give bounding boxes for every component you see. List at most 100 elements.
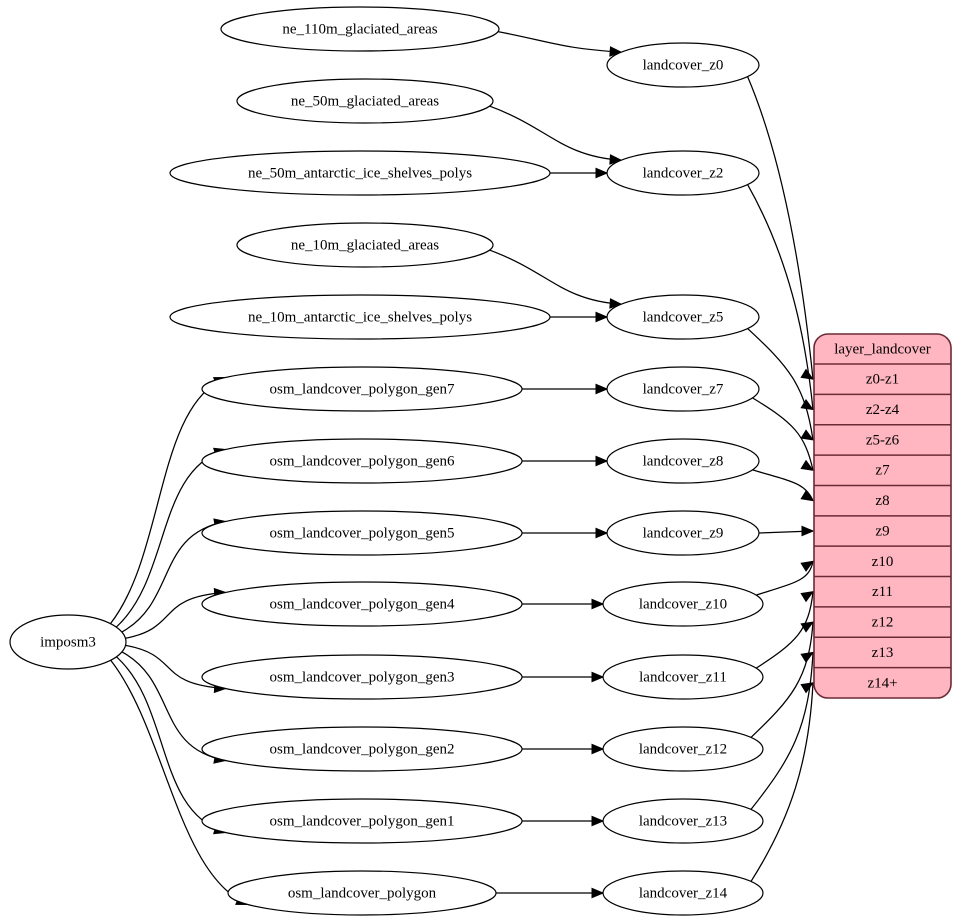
edge-line bbox=[121, 520, 226, 633]
node-osm-landcover-polygon-gen6[interactable]: osm_landcover_polygon_gen6 bbox=[201, 438, 523, 484]
edge-ne-50m-antarctic-ice-shelves-polys-to-landcover-z2 bbox=[550, 167, 609, 179]
edge-osm-landcover-polygon-gen4-to-landcover-z10 bbox=[522, 598, 605, 610]
table-row-z8[interactable]: z8 bbox=[814, 485, 951, 515]
nodes-layer: imposm3 ne_110m_glaciated_areas ne_50m_gla… bbox=[9, 6, 764, 916]
edge-landcover-z0-to-layer-landcover-z0-z1 bbox=[747, 76, 815, 380]
node-label: imposm3 bbox=[40, 634, 96, 650]
node-shape bbox=[606, 510, 760, 556]
node-osm-landcover-polygon-gen2[interactable]: osm_landcover_polygon_gen2 bbox=[201, 726, 523, 772]
node-landcover-z7[interactable]: landcover_z7 bbox=[606, 366, 760, 412]
table-row-label: z12 bbox=[872, 615, 894, 631]
node-ne-110m-glaciated-areas[interactable]: ne_110m_glaciated_areas bbox=[220, 6, 500, 52]
edge-osm-landcover-polygon-gen3-to-landcover-z11 bbox=[522, 671, 605, 683]
node-osm-landcover-polygon-gen3[interactable]: osm_landcover_polygon_gen3 bbox=[201, 654, 523, 700]
node-ne-10m-glaciated-areas[interactable]: ne_10m_glaciated_areas bbox=[236, 222, 494, 268]
edge-osm-landcover-polygon-gen7-to-landcover-z7 bbox=[522, 383, 609, 395]
node-osm-landcover-polygon[interactable]: osm_landcover_polygon bbox=[227, 870, 497, 916]
node-label: ne_10m_glaciated_areas bbox=[291, 237, 439, 253]
node-osm-landcover-polygon-gen7[interactable]: osm_landcover_polygon_gen7 bbox=[201, 366, 523, 412]
node-osm-landcover-polygon-gen5[interactable]: osm_landcover_polygon_gen5 bbox=[201, 510, 523, 556]
node-shape bbox=[606, 438, 760, 484]
node-label: osm_landcover_polygon_gen7 bbox=[270, 381, 455, 397]
edge-line bbox=[750, 622, 814, 738]
edge-line bbox=[750, 652, 814, 810]
edge-line bbox=[752, 469, 814, 501]
table-row-z9[interactable]: z9 bbox=[814, 516, 951, 546]
table-row-z12[interactable]: z12 bbox=[814, 607, 951, 637]
edge-arrowhead bbox=[591, 887, 605, 899]
node-label: ne_50m_antarctic_ice_shelves_polys bbox=[248, 165, 472, 181]
edge-line bbox=[489, 105, 622, 161]
edge-osm-landcover-polygon-gen1-to-landcover-z13 bbox=[522, 815, 605, 827]
table-header-label: layer_landcover bbox=[834, 341, 931, 357]
edge-landcover-z11-to-layer-landcover-z11 bbox=[755, 591, 815, 669]
table-row-z5toz6[interactable]: z5-z6 bbox=[814, 425, 951, 455]
node-label: osm_landcover_polygon bbox=[288, 885, 437, 901]
node-imposm3[interactable]: imposm3 bbox=[9, 614, 127, 670]
edge-line bbox=[489, 249, 622, 305]
node-landcover-z13[interactable]: landcover_z13 bbox=[602, 798, 764, 844]
edge-arrowhead bbox=[595, 383, 609, 395]
edge-arrowhead bbox=[595, 527, 609, 539]
table-row-label: z14+ bbox=[867, 675, 897, 691]
table-row-z10[interactable]: z10 bbox=[814, 546, 951, 576]
node-osm-landcover-polygon-gen4[interactable]: osm_landcover_polygon_gen4 bbox=[201, 581, 523, 627]
edge-imposm3-to-osm-landcover-polygon-gen7 bbox=[110, 376, 227, 624]
node-landcover-z10[interactable]: landcover_z10 bbox=[602, 581, 764, 627]
edge-ne-10m-antarctic-ice-shelves-polys-to-landcover-z5 bbox=[550, 311, 609, 323]
node-landcover-z11[interactable]: landcover_z11 bbox=[602, 654, 764, 700]
edge-landcover-z5-to-layer-landcover-z5-z6 bbox=[747, 328, 815, 441]
node-shape bbox=[227, 870, 497, 916]
node-landcover-z0[interactable]: landcover_z0 bbox=[606, 42, 760, 88]
table-row-label: z0-z1 bbox=[866, 372, 899, 388]
table-row-label: z8 bbox=[875, 493, 889, 509]
node-landcover-z8[interactable]: landcover_z8 bbox=[606, 438, 760, 484]
table-row-z13[interactable]: z13 bbox=[814, 637, 951, 667]
node-label: ne_10m_antarctic_ice_shelves_polys bbox=[248, 309, 472, 325]
edge-line bbox=[750, 682, 814, 882]
edge-arrowhead bbox=[591, 743, 605, 755]
table-row-label: z2-z4 bbox=[866, 402, 900, 418]
table-row-z11[interactable]: z11 bbox=[814, 577, 951, 607]
edge-line bbox=[497, 30, 622, 53]
node-ne-10m-antarctic-ice-shelves-polys[interactable]: ne_10m_antarctic_ice_shelves_polys bbox=[169, 294, 551, 340]
edge-landcover-z2-to-layer-landcover-z2-z4 bbox=[747, 184, 815, 411]
node-label: landcover_z0 bbox=[643, 57, 724, 73]
edge-osm-landcover-polygon-gen2-to-landcover-z12 bbox=[522, 743, 605, 755]
node-label: landcover_z9 bbox=[643, 525, 724, 541]
node-landcover-z9[interactable]: landcover_z9 bbox=[606, 510, 760, 556]
node-shape bbox=[236, 222, 494, 268]
node-shape bbox=[236, 78, 494, 124]
node-ne-50m-glaciated-areas[interactable]: ne_50m_glaciated_areas bbox=[236, 78, 494, 124]
edge-osm-landcover-polygon-gen6-to-landcover-z8 bbox=[522, 455, 609, 467]
node-label: osm_landcover_polygon_gen1 bbox=[270, 813, 455, 829]
node-shape bbox=[201, 654, 523, 700]
node-landcover-z2[interactable]: landcover_z2 bbox=[606, 150, 760, 196]
node-label: ne_110m_glaciated_areas bbox=[282, 21, 437, 37]
table-row-label: z9 bbox=[875, 523, 889, 539]
edge-ne-110m-glaciated-areas-to-landcover-z0 bbox=[497, 30, 623, 57]
node-shape bbox=[602, 726, 764, 772]
node-landcover-z14[interactable]: landcover_z14 bbox=[602, 870, 764, 916]
edge-arrowhead bbox=[801, 525, 815, 537]
node-shape bbox=[602, 654, 764, 700]
table-row-z7[interactable]: z7 bbox=[814, 455, 951, 485]
node-landcover-z5[interactable]: landcover_z5 bbox=[606, 294, 760, 340]
node-osm-landcover-polygon-gen1[interactable]: osm_landcover_polygon_gen1 bbox=[201, 798, 523, 844]
node-ne-50m-antarctic-ice-shelves-polys[interactable]: ne_50m_antarctic_ice_shelves_polys bbox=[169, 150, 551, 196]
edge-arrowhead bbox=[800, 682, 815, 694]
edge-line bbox=[125, 591, 226, 639]
edge-line bbox=[752, 397, 814, 471]
edge-line bbox=[755, 591, 814, 669]
table-row-z0toz1[interactable]: z0-z1 bbox=[814, 364, 951, 394]
table-row-z2toz4[interactable]: z2-z4 bbox=[814, 394, 951, 424]
edge-line bbox=[747, 184, 814, 410]
node-shape bbox=[201, 438, 523, 484]
node-landcover-z12[interactable]: landcover_z12 bbox=[602, 726, 764, 772]
edge-arrowhead bbox=[595, 311, 609, 323]
table-row-z14plus[interactable]: z14+ bbox=[814, 668, 951, 698]
edge-osm-landcover-polygon-to-landcover-z14 bbox=[496, 887, 605, 899]
edge-line bbox=[747, 328, 814, 440]
node-label: landcover_z7 bbox=[643, 381, 724, 397]
